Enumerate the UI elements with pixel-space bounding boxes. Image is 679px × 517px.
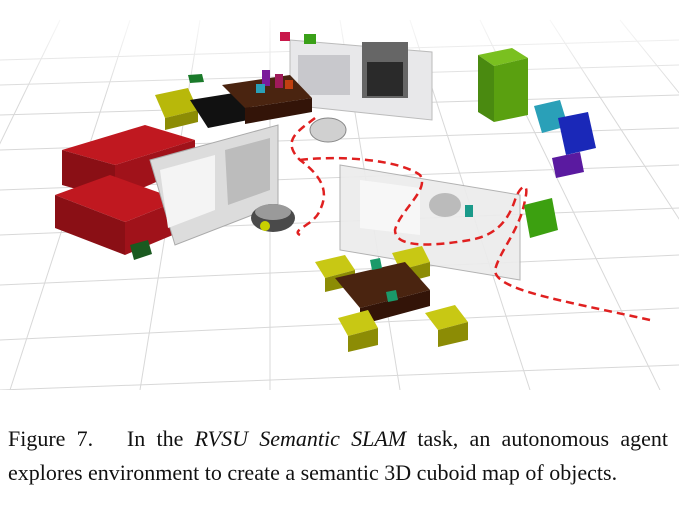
figure-caption: Figure 7. In the RVSU Semantic SLAM task… <box>8 422 668 490</box>
camera-view-panel-right <box>339 164 521 281</box>
pink-cuboid <box>280 32 290 41</box>
robot-icon <box>251 117 347 232</box>
camera-view-panel-left <box>149 124 279 246</box>
camera-view-panel-back <box>289 39 433 121</box>
dark-green-cuboid <box>130 240 152 260</box>
caption-task-name: RVSU Semantic SLAM <box>194 426 407 451</box>
scene-3d-illustration <box>0 0 679 391</box>
agent-trajectory <box>290 117 651 322</box>
figure-number: Figure 7. <box>8 426 94 451</box>
caption-text-post: task, an autonomous agent explores envir… <box>8 426 668 485</box>
small-green-cuboid <box>304 34 316 44</box>
caption-text-pre: In the <box>126 426 195 451</box>
kitchen-cluster <box>155 70 312 130</box>
right-cuboids <box>478 48 596 238</box>
figure-semantic-map <box>0 0 679 391</box>
red-sofa-cuboid <box>55 125 195 255</box>
dining-table-cluster <box>315 246 468 352</box>
